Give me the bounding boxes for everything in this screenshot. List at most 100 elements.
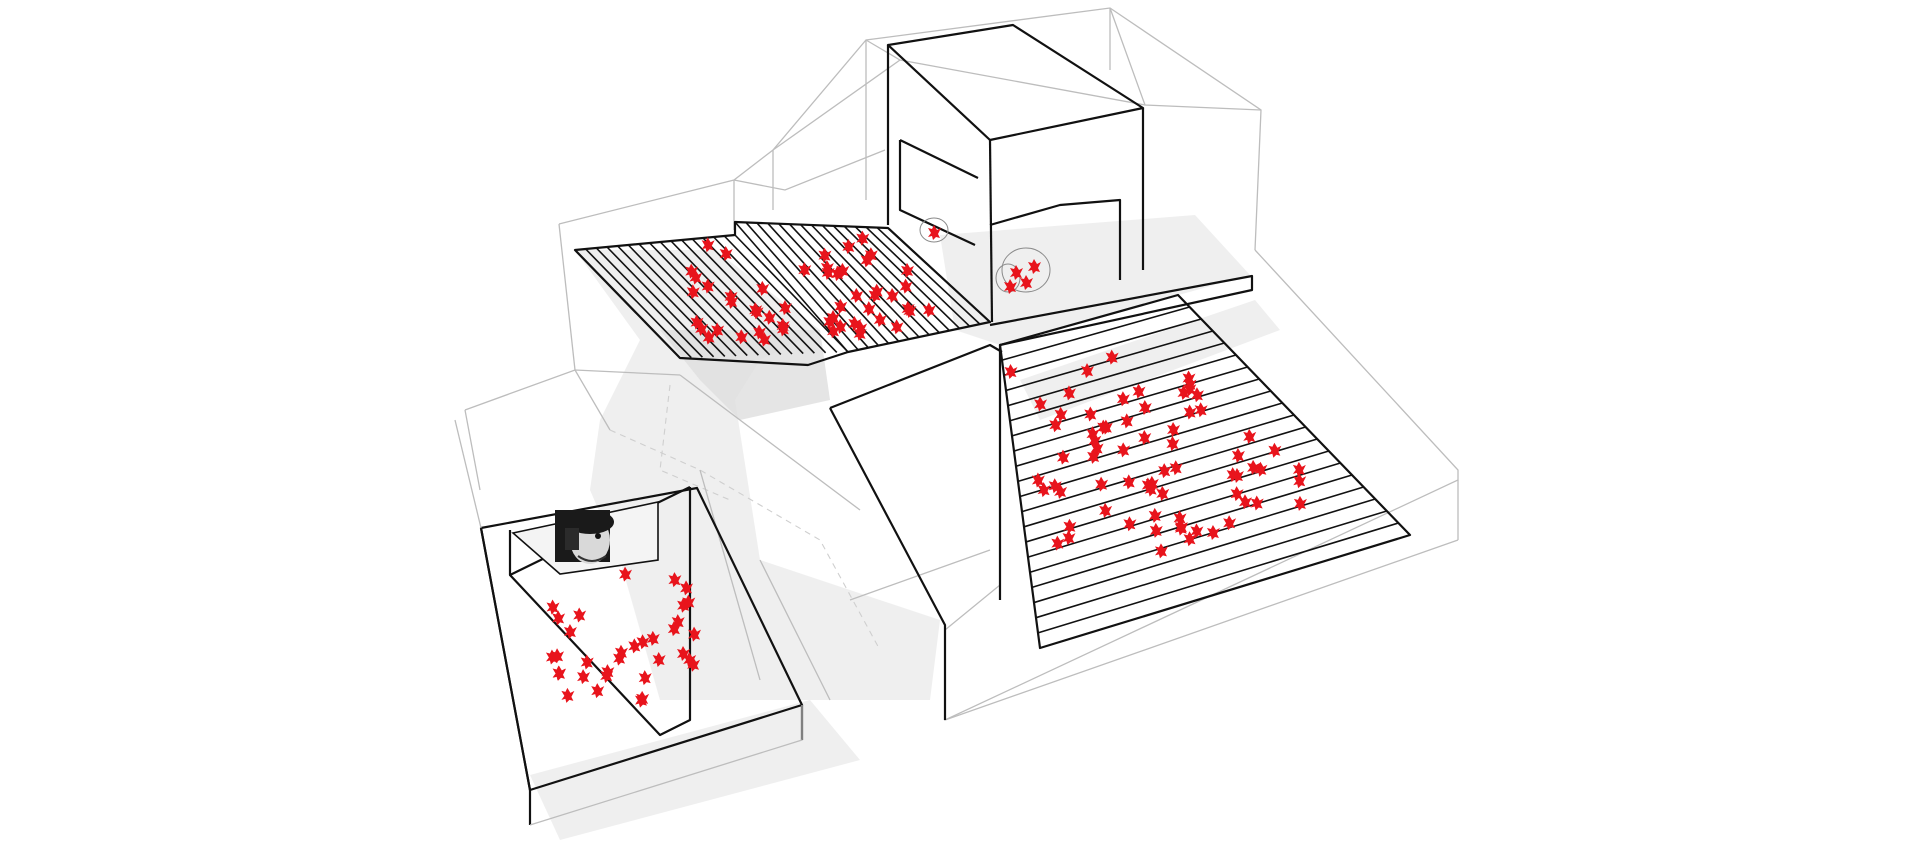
- red-figure-icon: [719, 245, 733, 261]
- red-figure-icon: [1049, 417, 1063, 433]
- red-figure-icon: [652, 652, 666, 668]
- slat-line: [1037, 522, 1399, 634]
- roof-fold: [733, 149, 886, 191]
- red-figure-icon: [1063, 518, 1077, 534]
- red-figure-icon: [1123, 516, 1137, 532]
- red-figure-icon: [563, 624, 577, 640]
- red-figure-icon: [701, 278, 715, 294]
- red-figure-icon: [1206, 525, 1220, 541]
- red-figure-icon: [695, 320, 709, 336]
- red-figure-icon: [1028, 259, 1041, 274]
- upper-deck: [573, 220, 992, 367]
- red-figure-icon: [711, 322, 725, 338]
- wall-shadow: [940, 215, 1250, 345]
- red-figure-icon: [1034, 396, 1048, 412]
- slat-line: [821, 224, 930, 336]
- slat-line: [1033, 498, 1376, 604]
- red-figure-icon: [1138, 399, 1152, 415]
- red-figure-icon: [1144, 481, 1158, 497]
- red-figure-icon: [1037, 482, 1051, 498]
- ramp: [829, 274, 1412, 720]
- red-figure-icon: [1062, 385, 1076, 401]
- red-figure-icon: [702, 329, 716, 345]
- red-figure-icon: [1031, 472, 1045, 488]
- slat-line: [691, 238, 804, 355]
- red-figure-icon: [1268, 442, 1282, 458]
- red-figure-icon: [1292, 461, 1306, 477]
- ramp-outline: [998, 293, 1412, 650]
- red-figure-icon: [1020, 275, 1033, 290]
- red-figure-icon: [573, 607, 587, 623]
- red-figure-icon: [680, 580, 694, 596]
- slat-line: [1009, 354, 1237, 422]
- red-figure-icon: [1090, 440, 1104, 456]
- red-figure-icon: [848, 315, 862, 331]
- red-figure-icon: [864, 247, 878, 263]
- red-figure-icon: [1293, 495, 1307, 511]
- red-figure-icon: [668, 572, 682, 588]
- right-block-base: [944, 539, 1459, 721]
- red-figure-icon: [636, 634, 650, 650]
- red-figure-icon: [687, 656, 701, 672]
- red-figure-icon: [552, 665, 566, 681]
- left-box-shadow: [530, 700, 860, 840]
- slat-line: [876, 226, 981, 325]
- red-figure-icon: [834, 298, 848, 314]
- red-figure-icon: [1190, 387, 1204, 403]
- central-shadow: [575, 250, 940, 700]
- section-line: [759, 559, 831, 701]
- annex-diagonal: [574, 369, 611, 431]
- red-figure-icon: [1054, 483, 1068, 499]
- red-figure-icon: [1167, 422, 1181, 438]
- red-figure-icon: [798, 262, 812, 278]
- red-figure-icon: [862, 301, 876, 317]
- roof-ridge: [865, 39, 1146, 106]
- slat-line: [887, 227, 991, 323]
- figure-layer: [545, 225, 1307, 708]
- left-box-edge: [479, 527, 532, 791]
- red-figure-icon: [682, 594, 696, 610]
- red-figure-icon: [638, 670, 652, 686]
- red-figure-icon: [1116, 391, 1130, 407]
- red-figure-icon: [1169, 460, 1183, 476]
- red-figure-icon: [899, 278, 913, 294]
- portrait-photo-icon: [511, 501, 659, 575]
- slat-line: [713, 236, 827, 354]
- context-building: [464, 7, 1459, 722]
- red-figure-icon: [1183, 404, 1197, 420]
- red-figure-icon: [686, 284, 700, 300]
- slat-line: [1029, 474, 1353, 574]
- red-figure-icon: [1149, 522, 1163, 538]
- left-wall-edge: [558, 223, 576, 371]
- slat-line: [638, 243, 748, 357]
- slat-line: [1001, 306, 1190, 361]
- red-figure-icon: [834, 318, 848, 334]
- tower-window-top: [899, 139, 979, 179]
- red-figure-icon: [646, 630, 660, 646]
- red-figure-icon: [1226, 467, 1240, 483]
- red-figure-icon: [1293, 473, 1307, 489]
- red-figure-icon: [763, 309, 777, 325]
- left-box-back: [454, 419, 482, 529]
- red-figure-icon: [580, 654, 594, 670]
- red-figure-icon: [900, 262, 914, 278]
- red-figure-icon: [1173, 510, 1187, 526]
- red-figure-icon: [756, 280, 770, 296]
- red-figure-icon: [860, 252, 874, 268]
- red-figure-icon: [856, 230, 870, 246]
- red-figure-icon: [776, 321, 790, 337]
- red-figure-icon: [600, 667, 614, 683]
- section-line: [699, 469, 761, 681]
- red-figure-icon: [1243, 428, 1257, 444]
- red-figure-icon: [778, 300, 792, 316]
- red-figure-icon: [1122, 474, 1136, 490]
- slat-line: [1011, 366, 1248, 437]
- red-figure-icon: [628, 638, 642, 654]
- red-figure-icon: [826, 310, 840, 326]
- red-figure-icon: [868, 287, 882, 303]
- left-box: [454, 419, 804, 826]
- red-figure-icon: [890, 319, 904, 335]
- red-figure-icon: [1250, 495, 1264, 511]
- slat-line: [585, 248, 692, 359]
- red-figure-icon: [1117, 442, 1131, 458]
